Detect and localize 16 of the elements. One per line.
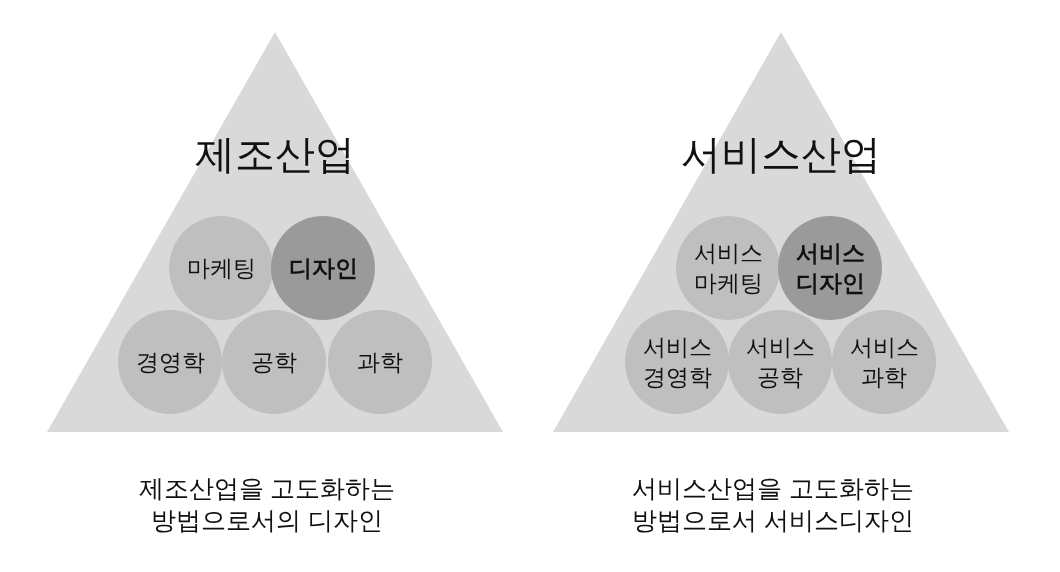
topic-label: 서비스 경영학 [641,333,713,392]
topic-label: 서비스 디자인 [794,239,866,298]
caption: 서비스산업을 고도화하는 방법으로서 서비스디자인 [631,473,915,536]
topic-label: 디자인 [287,254,359,283]
topic-label: 서비스 공학 [744,333,816,392]
triangle [47,32,503,432]
industry-title: 제조산업 [195,131,355,178]
caption: 제조산업을 고도화하는 방법으로서의 디자인 [137,473,397,536]
industry-title: 서비스산업 [681,131,881,178]
topic-label: 서비스 마케팅 [692,239,764,298]
topic-label: 공학 [250,348,298,377]
topic-label: 과학 [356,348,404,377]
topic-label: 서비스 과학 [848,333,920,392]
triangle [553,32,1009,432]
topic-label: 마케팅 [185,254,257,283]
topic-label: 경영학 [134,348,206,377]
